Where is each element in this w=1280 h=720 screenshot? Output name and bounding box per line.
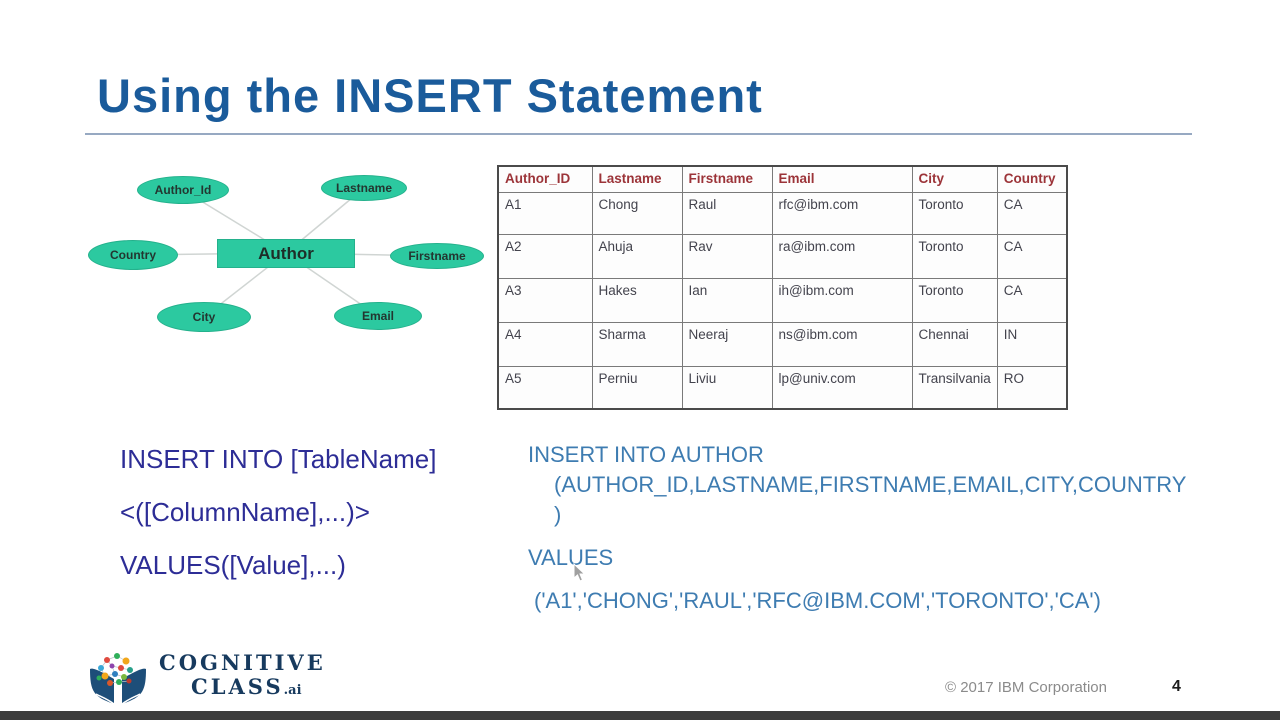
- er-attribute-author-id: Author_Id: [137, 176, 229, 204]
- logo-word-cognitive: COGNITIVE: [159, 650, 326, 675]
- table-header-row: Author_ID Lastname Firstname Email City …: [497, 165, 1068, 193]
- table-row: A5 Perniu Liviu lp@univ.com Transilvania…: [497, 365, 1068, 410]
- column-header: Firstname: [681, 165, 773, 193]
- table-cell: Ian: [681, 277, 773, 323]
- syntax-line: <([ColumnName],...)>: [120, 497, 370, 527]
- table-cell: Toronto: [911, 233, 998, 279]
- table-cell: ih@ibm.com: [771, 277, 913, 323]
- syntax-line: VALUES([Value],...): [120, 550, 346, 580]
- table-cell: A3: [497, 277, 593, 323]
- mouse-cursor-icon: [573, 563, 586, 582]
- er-entity-author: Author: [217, 239, 355, 268]
- er-attribute-email: Email: [334, 302, 422, 330]
- example-line: INSERT INTO AUTHOR: [528, 442, 764, 467]
- syntax-line: INSERT INTO [TableName]: [120, 444, 437, 474]
- table-cell: Chong: [591, 191, 683, 235]
- insert-example-block: INSERT INTO AUTHOR (AUTHOR_ID,LASTNAME,F…: [528, 440, 1186, 616]
- table-cell: Ahuja: [591, 233, 683, 279]
- logo-text: COGNITIVE CLASS.ai: [159, 651, 326, 703]
- table-cell: ns@ibm.com: [771, 321, 913, 367]
- title-divider: [85, 133, 1192, 135]
- copyright-text: © 2017 IBM Corporation: [945, 679, 1107, 696]
- page-title: Using the INSERT Statement: [97, 69, 763, 122]
- logo-suffix-ai: .ai: [283, 683, 302, 698]
- author-table: Author_ID Lastname Firstname Email City …: [497, 165, 1069, 410]
- column-header: City: [911, 165, 998, 193]
- table-cell: rfc@ibm.com: [771, 191, 913, 235]
- logo-word-class: CLASS.ai: [191, 674, 302, 699]
- column-header: Email: [771, 165, 913, 193]
- table-cell: Transilvania: [911, 365, 998, 410]
- table-cell: RO: [996, 365, 1068, 410]
- table-cell: A2: [497, 233, 593, 279]
- er-attribute-country: Country: [88, 240, 178, 270]
- er-attribute-city: City: [157, 302, 251, 332]
- table-cell: IN: [996, 321, 1068, 367]
- table-row: A2 Ahuja Rav ra@ibm.com Toronto CA: [497, 233, 1068, 279]
- page-number: 4: [1172, 678, 1181, 695]
- example-line: (AUTHOR_ID,LASTNAME,FIRSTNAME,EMAIL,CITY…: [554, 472, 1187, 497]
- table-cell: ra@ibm.com: [771, 233, 913, 279]
- table-cell: Raul: [681, 191, 773, 235]
- table-cell: Neeraj: [681, 321, 773, 367]
- open-book-brain-icon: [90, 653, 146, 705]
- table-cell: Liviu: [681, 365, 773, 410]
- table-cell: CA: [996, 277, 1068, 323]
- example-line: VALUES: [528, 545, 614, 570]
- table-cell: Chennai: [911, 321, 998, 367]
- cognitive-class-logo: COGNITIVE CLASS.ai: [85, 648, 326, 706]
- er-attribute-lastname: Lastname: [321, 175, 407, 201]
- table-row: A1 Chong Raul rfc@ibm.com Toronto CA: [497, 191, 1068, 235]
- er-diagram: Author_Id Lastname Country Firstname Cit…: [85, 165, 490, 340]
- table-cell: CA: [996, 191, 1068, 235]
- table-cell: A1: [497, 191, 593, 235]
- bottom-bar: [0, 711, 1280, 720]
- column-header: Country: [996, 165, 1068, 193]
- table-cell: lp@univ.com: [771, 365, 913, 410]
- table-cell: Perniu: [591, 365, 683, 410]
- table-cell: Hakes: [591, 277, 683, 323]
- example-line: ('A1','CHONG','RAUL','RFC@IBM.COM','TORO…: [534, 588, 1101, 613]
- table-cell: Toronto: [911, 277, 998, 323]
- table-cell: A5: [497, 365, 593, 410]
- table-row: A4 Sharma Neeraj ns@ibm.com Chennai IN: [497, 321, 1068, 367]
- column-header: Lastname: [591, 165, 683, 193]
- er-attribute-firstname: Firstname: [390, 243, 484, 269]
- column-header: Author_ID: [497, 165, 593, 193]
- table-cell: A4: [497, 321, 593, 367]
- example-line: ): [554, 502, 562, 527]
- table-cell: CA: [996, 233, 1068, 279]
- table-row: A3 Hakes Ian ih@ibm.com Toronto CA: [497, 277, 1068, 323]
- table-cell: Rav: [681, 233, 773, 279]
- insert-syntax-block: INSERT INTO [TableName] <([ColumnName],.…: [120, 443, 436, 602]
- table-cell: Sharma: [591, 321, 683, 367]
- table-cell: Toronto: [911, 191, 998, 235]
